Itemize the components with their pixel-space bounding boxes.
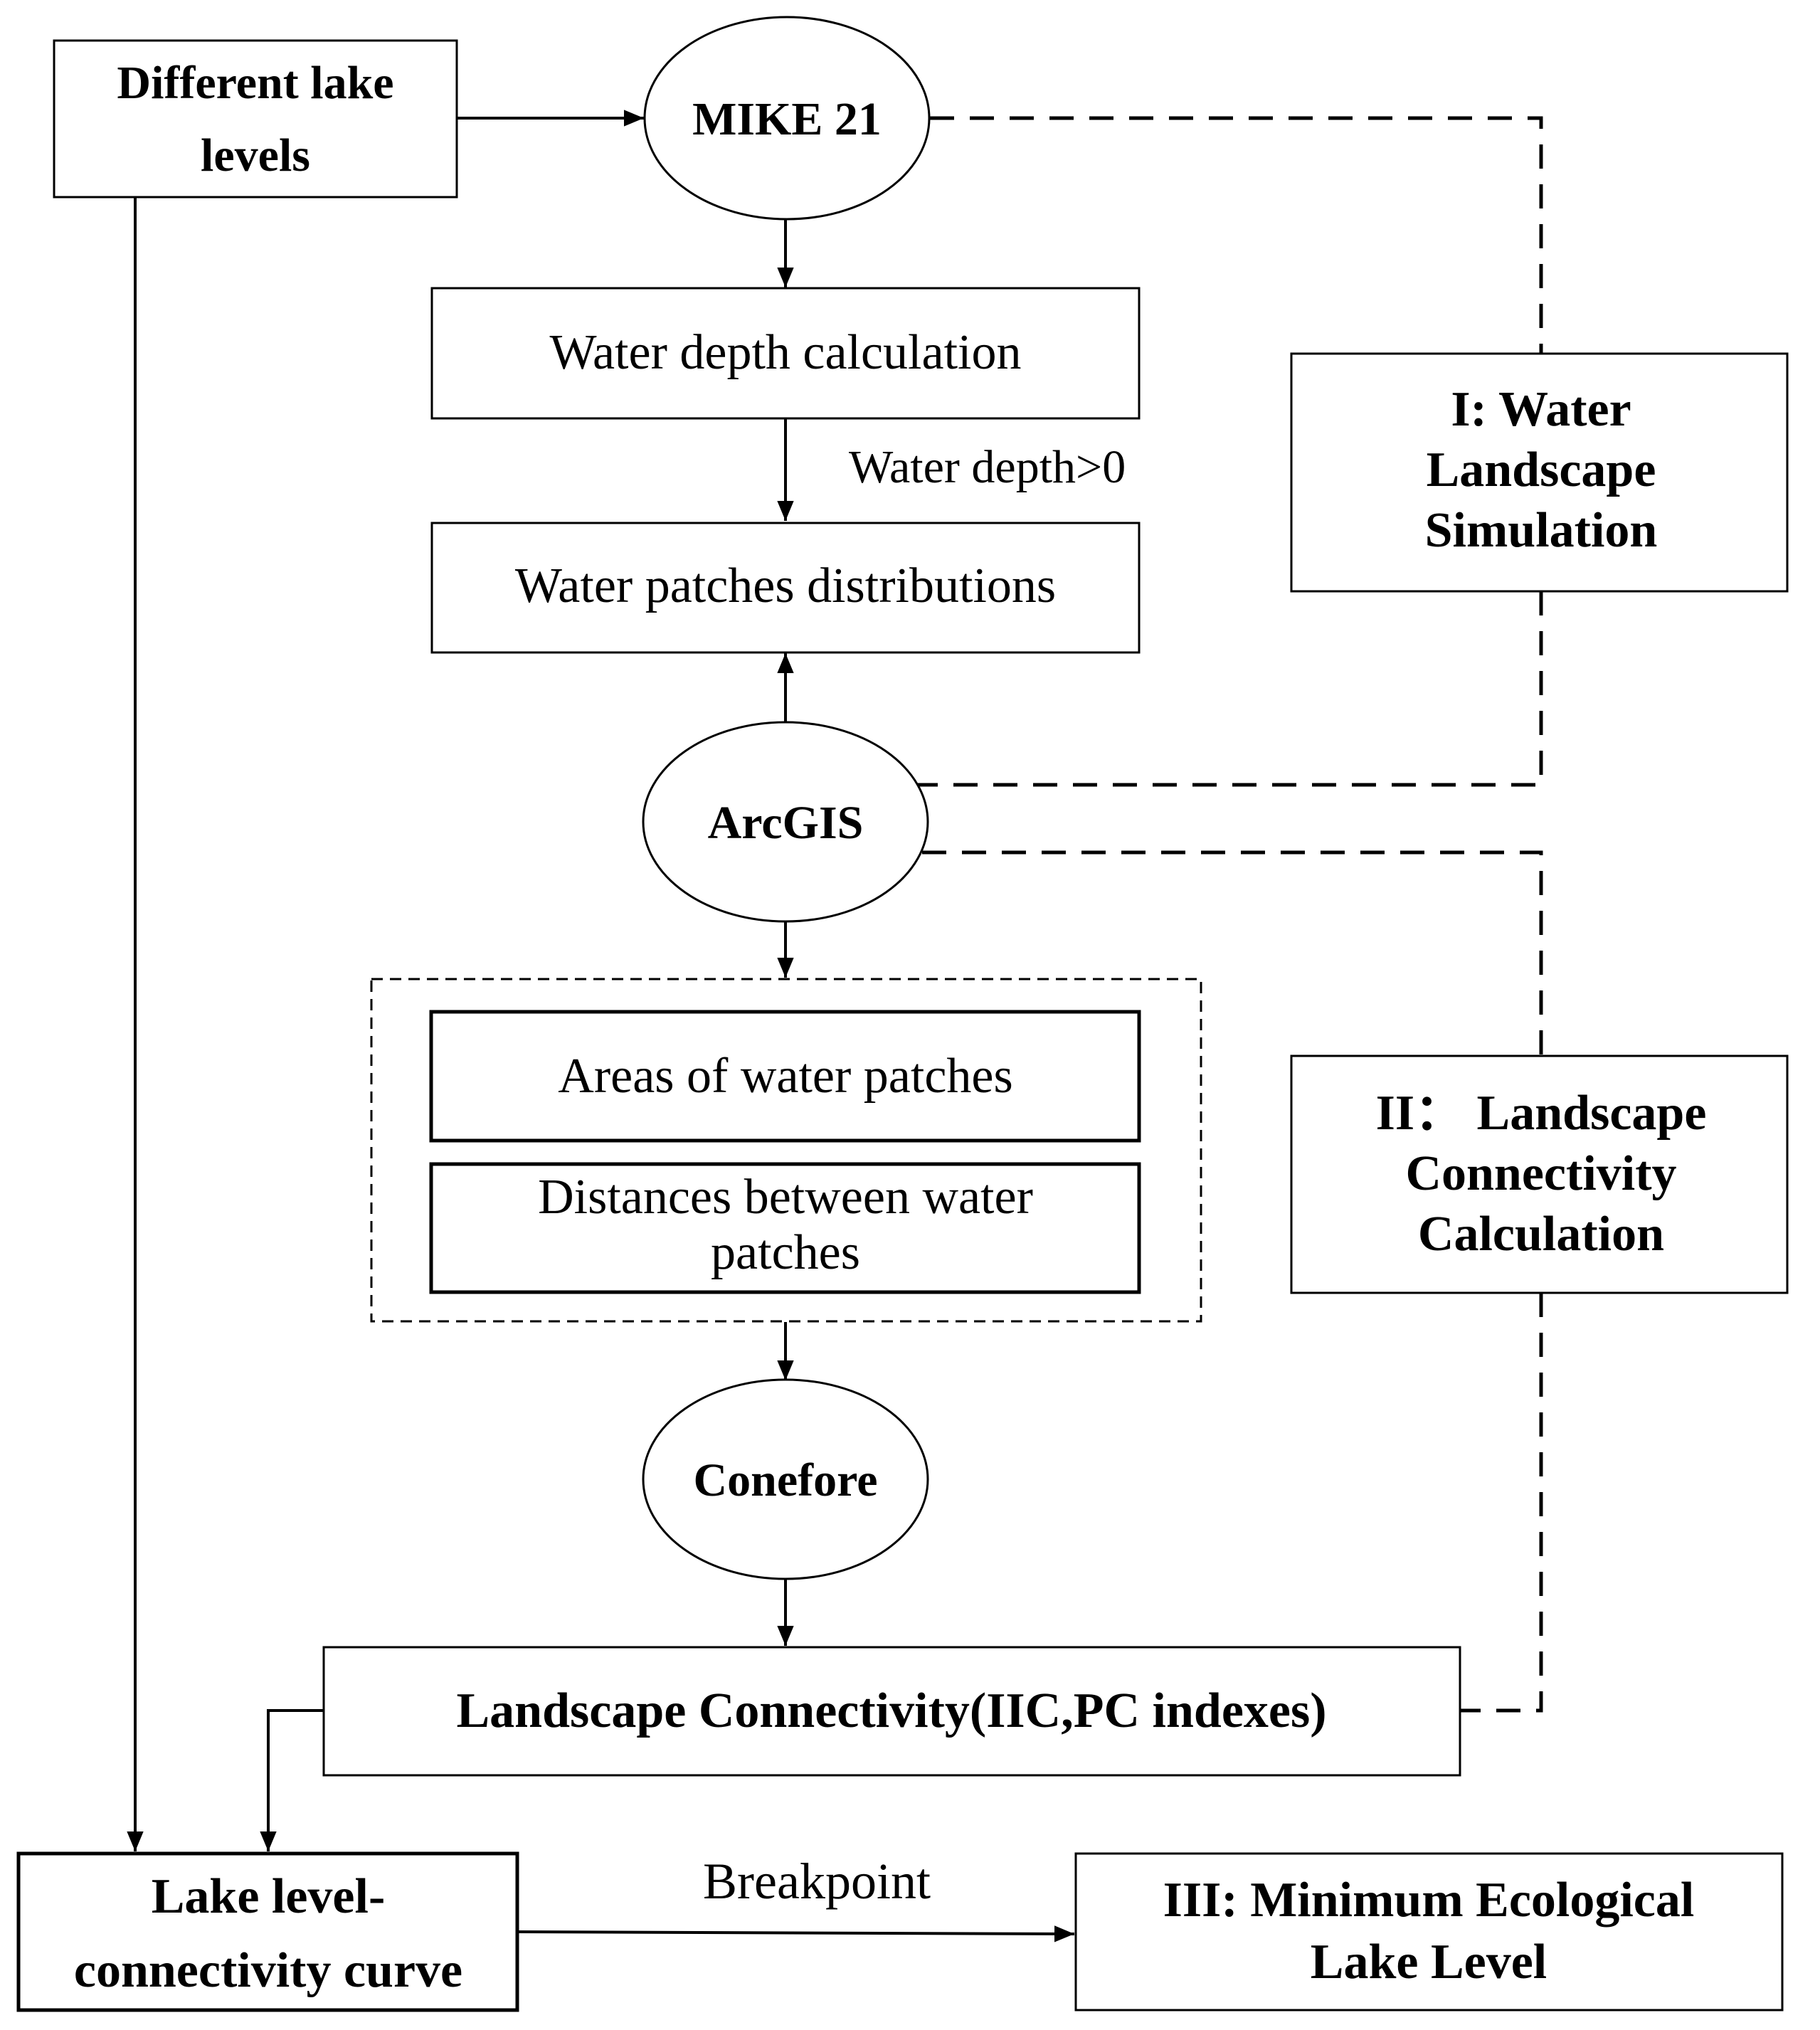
dashed-link-stage1-arcgis (918, 591, 1543, 787)
node-arcgis: ArcGIS (642, 721, 929, 923)
node-distances-between-patches-line2: patches (711, 1225, 860, 1280)
stage-water-landscape-simulation-line2: Landscape (1427, 443, 1656, 497)
dashed-link-mike21-stage1 (930, 116, 1543, 353)
stage-landscape-connectivity-calculation-line3: Calculation (1418, 1207, 1664, 1262)
node-minimum-ecological-lake-level-line2: Lake Level (1311, 1935, 1547, 1989)
group-gis-outputs (370, 978, 1202, 1323)
node-lake-level-connectivity-curve-line2: connectivity curve (74, 1943, 462, 1998)
dashed-link-stage2-connectivity (1460, 1293, 1543, 1713)
node-different-lake-levels: Different lake levels (53, 39, 458, 199)
node-distances-between-patches: Distances between water patches (429, 1162, 1141, 1294)
node-different-lake-levels-line1: Different lake (117, 57, 393, 109)
stage-landscape-connectivity-calculation: II： Landscape Connectivity Calculation (1290, 1054, 1789, 1294)
node-different-lake-levels-line2: levels (201, 129, 310, 181)
node-areas-of-water-patches: Areas of water patches (429, 1010, 1141, 1143)
stage-landscape-connectivity-calculation-line2: Connectivity (1405, 1146, 1676, 1201)
node-conefore: Conefore (642, 1378, 929, 1580)
node-mike21-label: MIKE 21 (692, 93, 882, 145)
stage-landscape-connectivity-calculation-line1: II： Landscape (1376, 1086, 1707, 1141)
node-minimum-ecological-lake-level-line1: III: Minimum Ecological (1163, 1873, 1695, 1928)
node-water-patches-distributions-label: Water patches distributions (515, 559, 1056, 613)
stage-water-landscape-simulation-line3: Simulation (1425, 503, 1658, 558)
node-landscape-connectivity: Landscape Connectivity(IIC,PC indexes) (322, 1646, 1461, 1777)
node-water-patches-distributions: Water patches distributions (430, 522, 1141, 654)
node-lake-level-connectivity-curve: Lake level- connectivity curve (16, 1851, 519, 2012)
arrow-curve-to-minimum (517, 1925, 1075, 1942)
stage-water-landscape-simulation: I: Water Landscape Simulation (1290, 352, 1789, 593)
node-landscape-connectivity-label: Landscape Connectivity(IIC,PC indexes) (456, 1683, 1326, 1738)
stage-water-landscape-simulation-line1: I: Water (1451, 382, 1631, 437)
edge-label-breakpoint: Breakpoint (703, 1853, 931, 1910)
node-mike21: MIKE 21 (643, 16, 931, 221)
dashed-link-arcgis-stage2 (922, 850, 1543, 1055)
node-distances-between-patches-line1: Distances between water (538, 1170, 1033, 1225)
node-water-depth-calculation-label: Water depth calculation (550, 325, 1022, 380)
node-arcgis-label: ArcGIS (708, 797, 864, 849)
node-areas-of-water-patches-label: Areas of water patches (558, 1049, 1012, 1104)
node-water-depth-calculation: Water depth calculation (430, 287, 1141, 420)
node-minimum-ecological-lake-level: III: Minimum Ecological Lake Level (1074, 1852, 1784, 2012)
edge-label-depth-condition: Water depth>0 (849, 441, 1126, 493)
node-conefore-label: Conefore (693, 1454, 877, 1506)
arrow-connectivity-to-curve (260, 1709, 324, 1851)
node-lake-level-connectivity-curve-line1: Lake level- (152, 1869, 386, 1924)
